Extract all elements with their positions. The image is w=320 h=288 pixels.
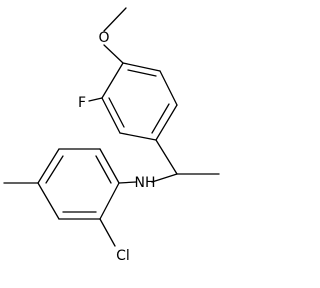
chlorine-label: Cl — [116, 248, 130, 264]
bond-bottom-ring-4 — [37, 182, 60, 220]
bond-ring-chlorine — [99, 218, 116, 247]
chemical-structure: O F NH Cl — [3, 7, 220, 264]
double-bond-top-ring-a — [127, 69, 157, 77]
double-bond-top-ring-b — [151, 103, 170, 134]
double-bond-top-ring-c — [108, 97, 125, 128]
bond-top-ring-1 — [122, 62, 161, 72]
double-bond-bottom-ring-b — [45, 155, 64, 184]
bond-top-ring-4 — [119, 132, 157, 141]
bond-bottom-ring-1 — [99, 148, 120, 184]
bond-bottom-ring-3 — [37, 148, 60, 184]
bond-nitrogen-ring — [118, 181, 137, 184]
amine-label: NH — [135, 175, 156, 191]
bond-chiral-carbon-nitrogen — [151, 173, 178, 183]
bond-fluorine-ring — [88, 97, 103, 102]
bond-oxygen-ring — [103, 44, 124, 64]
bond-bottom-ring-6 — [99, 182, 120, 220]
bond-methyl-oxygen — [103, 7, 127, 32]
bond-top-ring-6 — [101, 62, 124, 99]
bond-ring-chiral-carbon — [155, 139, 178, 175]
oxygen-label: O — [98, 30, 109, 46]
double-bond-bottom-ring-a — [95, 155, 112, 184]
bond-top-ring-5 — [101, 97, 121, 134]
bond-top-ring-3 — [155, 104, 178, 141]
bond-top-ring-2 — [159, 70, 178, 106]
fluorine-label: F — [78, 95, 86, 111]
bottom-benzene-ring — [37, 148, 120, 220]
top-benzene-ring — [101, 62, 178, 141]
